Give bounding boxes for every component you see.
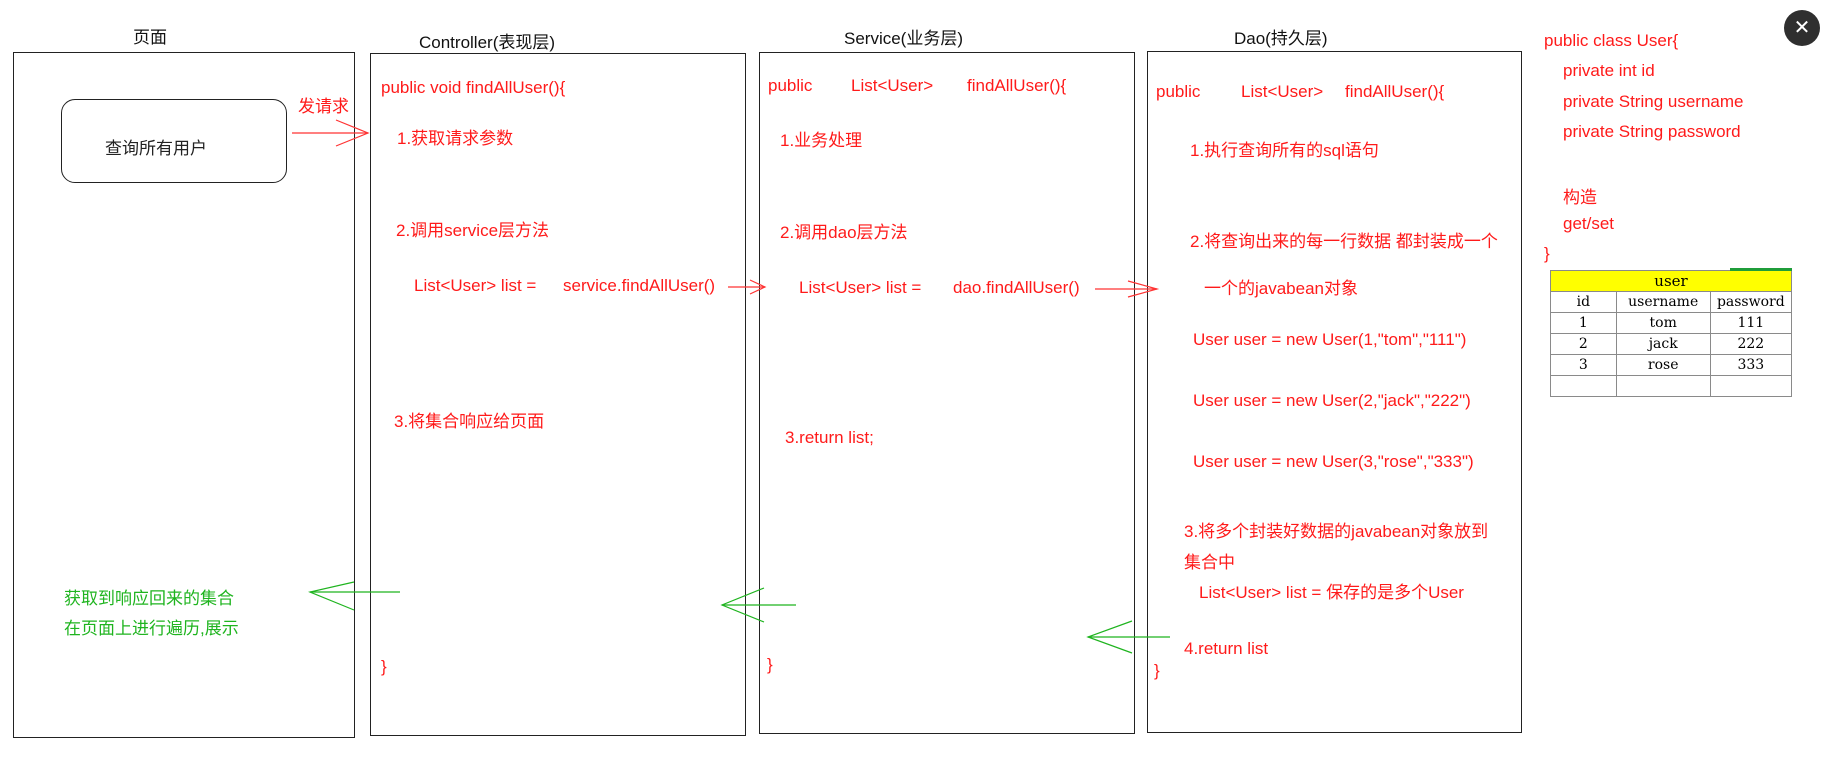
user-class-line5: 构造 [1563, 188, 1597, 207]
column-title-page: 页面 [133, 28, 167, 47]
response-result-line2: 在页面上进行遍历,展示 [64, 619, 239, 638]
dao-step1: 1.执行查询所有的sql语句 [1190, 141, 1379, 160]
service-sig-method: findAllUser(){ [967, 76, 1067, 95]
user-class-line2: private int id [1563, 61, 1655, 80]
dao-panel [1147, 51, 1522, 733]
table-cell: rose [1615, 354, 1711, 376]
controller-close-brace: } [381, 657, 387, 676]
table-row: 2 jack 222 [1550, 333, 1792, 355]
dao-sig-method: findAllUser(){ [1345, 82, 1445, 101]
dao-new-user-3: User user = new User(3,"rose","333") [1193, 452, 1474, 471]
user-class-line3: private String username [1563, 92, 1744, 111]
user-table-container: user id username password 1 tom 111 2 ja… [1550, 268, 1792, 413]
table-row: 3 rose 333 [1550, 354, 1792, 376]
table-cell [1709, 375, 1792, 397]
controller-signature: public void findAllUser(){ [381, 78, 566, 97]
arrow-service-to-dao [1095, 280, 1160, 298]
send-request-label: 发请求 [298, 97, 349, 116]
service-call-right: dao.findAllUser() [953, 278, 1080, 297]
query-all-users-button[interactable]: 查询所有用户 [61, 99, 287, 183]
user-table-title: user [1550, 270, 1792, 292]
dao-sig-type: List<User> [1241, 82, 1324, 101]
arrow-controller-to-page [308, 581, 400, 611]
dao-step3-line3: List<User> list = 保存的是多个User [1199, 583, 1464, 602]
response-result-line1: 获取到响应回来的集合 [64, 589, 234, 608]
service-close-brace: } [767, 655, 773, 674]
dao-step3-line2: 集合中 [1184, 553, 1235, 572]
service-step3: 3.return list; [785, 428, 874, 447]
column-title-dao: Dao(持久层) [1234, 29, 1328, 48]
arrow-service-to-controller [720, 587, 796, 623]
query-all-users-label: 查询所有用户 [105, 139, 207, 158]
table-cell: 111 [1709, 312, 1792, 334]
table-selection-bar [1730, 268, 1792, 271]
page-panel [13, 52, 355, 738]
dao-close-brace: } [1154, 661, 1160, 680]
dao-step4: 4.return list [1184, 639, 1269, 658]
dao-new-user-2: User user = new User(2,"jack","222") [1193, 391, 1471, 410]
user-class-line6: get/set [1563, 214, 1615, 233]
service-step2: 2.调用dao层方法 [780, 223, 908, 242]
table-row: 1 tom 111 [1550, 312, 1792, 334]
user-class-line7: } [1544, 244, 1550, 263]
dao-new-user-1: User user = new User(1,"tom","111") [1193, 330, 1467, 349]
dao-sig-public: public [1156, 82, 1201, 101]
user-class-line4: private String password [1563, 122, 1741, 141]
arrow-controller-to-service [728, 279, 767, 295]
table-row [1550, 375, 1792, 397]
close-icon[interactable]: ✕ [1784, 10, 1820, 46]
service-call-left: List<User> list = [799, 278, 922, 297]
user-class-line1: public class User{ [1544, 31, 1679, 50]
service-sig-public: public [768, 76, 813, 95]
dao-step3-line1: 3.将多个封装好数据的javabean对象放到 [1184, 522, 1489, 541]
controller-step3: 3.将集合响应给页面 [394, 412, 545, 431]
dao-step2-line1: 2.将查询出来的每一行数据 都封装成一个 [1190, 232, 1498, 251]
user-table-header-cell: password [1709, 291, 1792, 313]
arrow-page-to-controller [292, 119, 370, 147]
controller-call-left: List<User> list = [414, 276, 537, 295]
controller-panel [370, 53, 746, 736]
column-title-controller: Controller(表现层) [419, 33, 556, 52]
column-title-service: Service(业务层) [844, 29, 964, 48]
table-cell: tom [1615, 312, 1711, 334]
controller-step1: 1.获取请求参数 [397, 129, 514, 148]
controller-step2: 2.调用service层方法 [396, 221, 550, 240]
dao-step2-line2: 一个的javabean对象 [1204, 279, 1359, 298]
service-step1: 1.业务处理 [780, 131, 863, 150]
service-panel [759, 52, 1135, 734]
arrow-dao-to-service [1086, 620, 1170, 654]
controller-call-right: service.findAllUser() [563, 276, 716, 295]
service-sig-type: List<User> [851, 76, 934, 95]
user-table: user id username password 1 tom 111 2 ja… [1550, 270, 1792, 397]
